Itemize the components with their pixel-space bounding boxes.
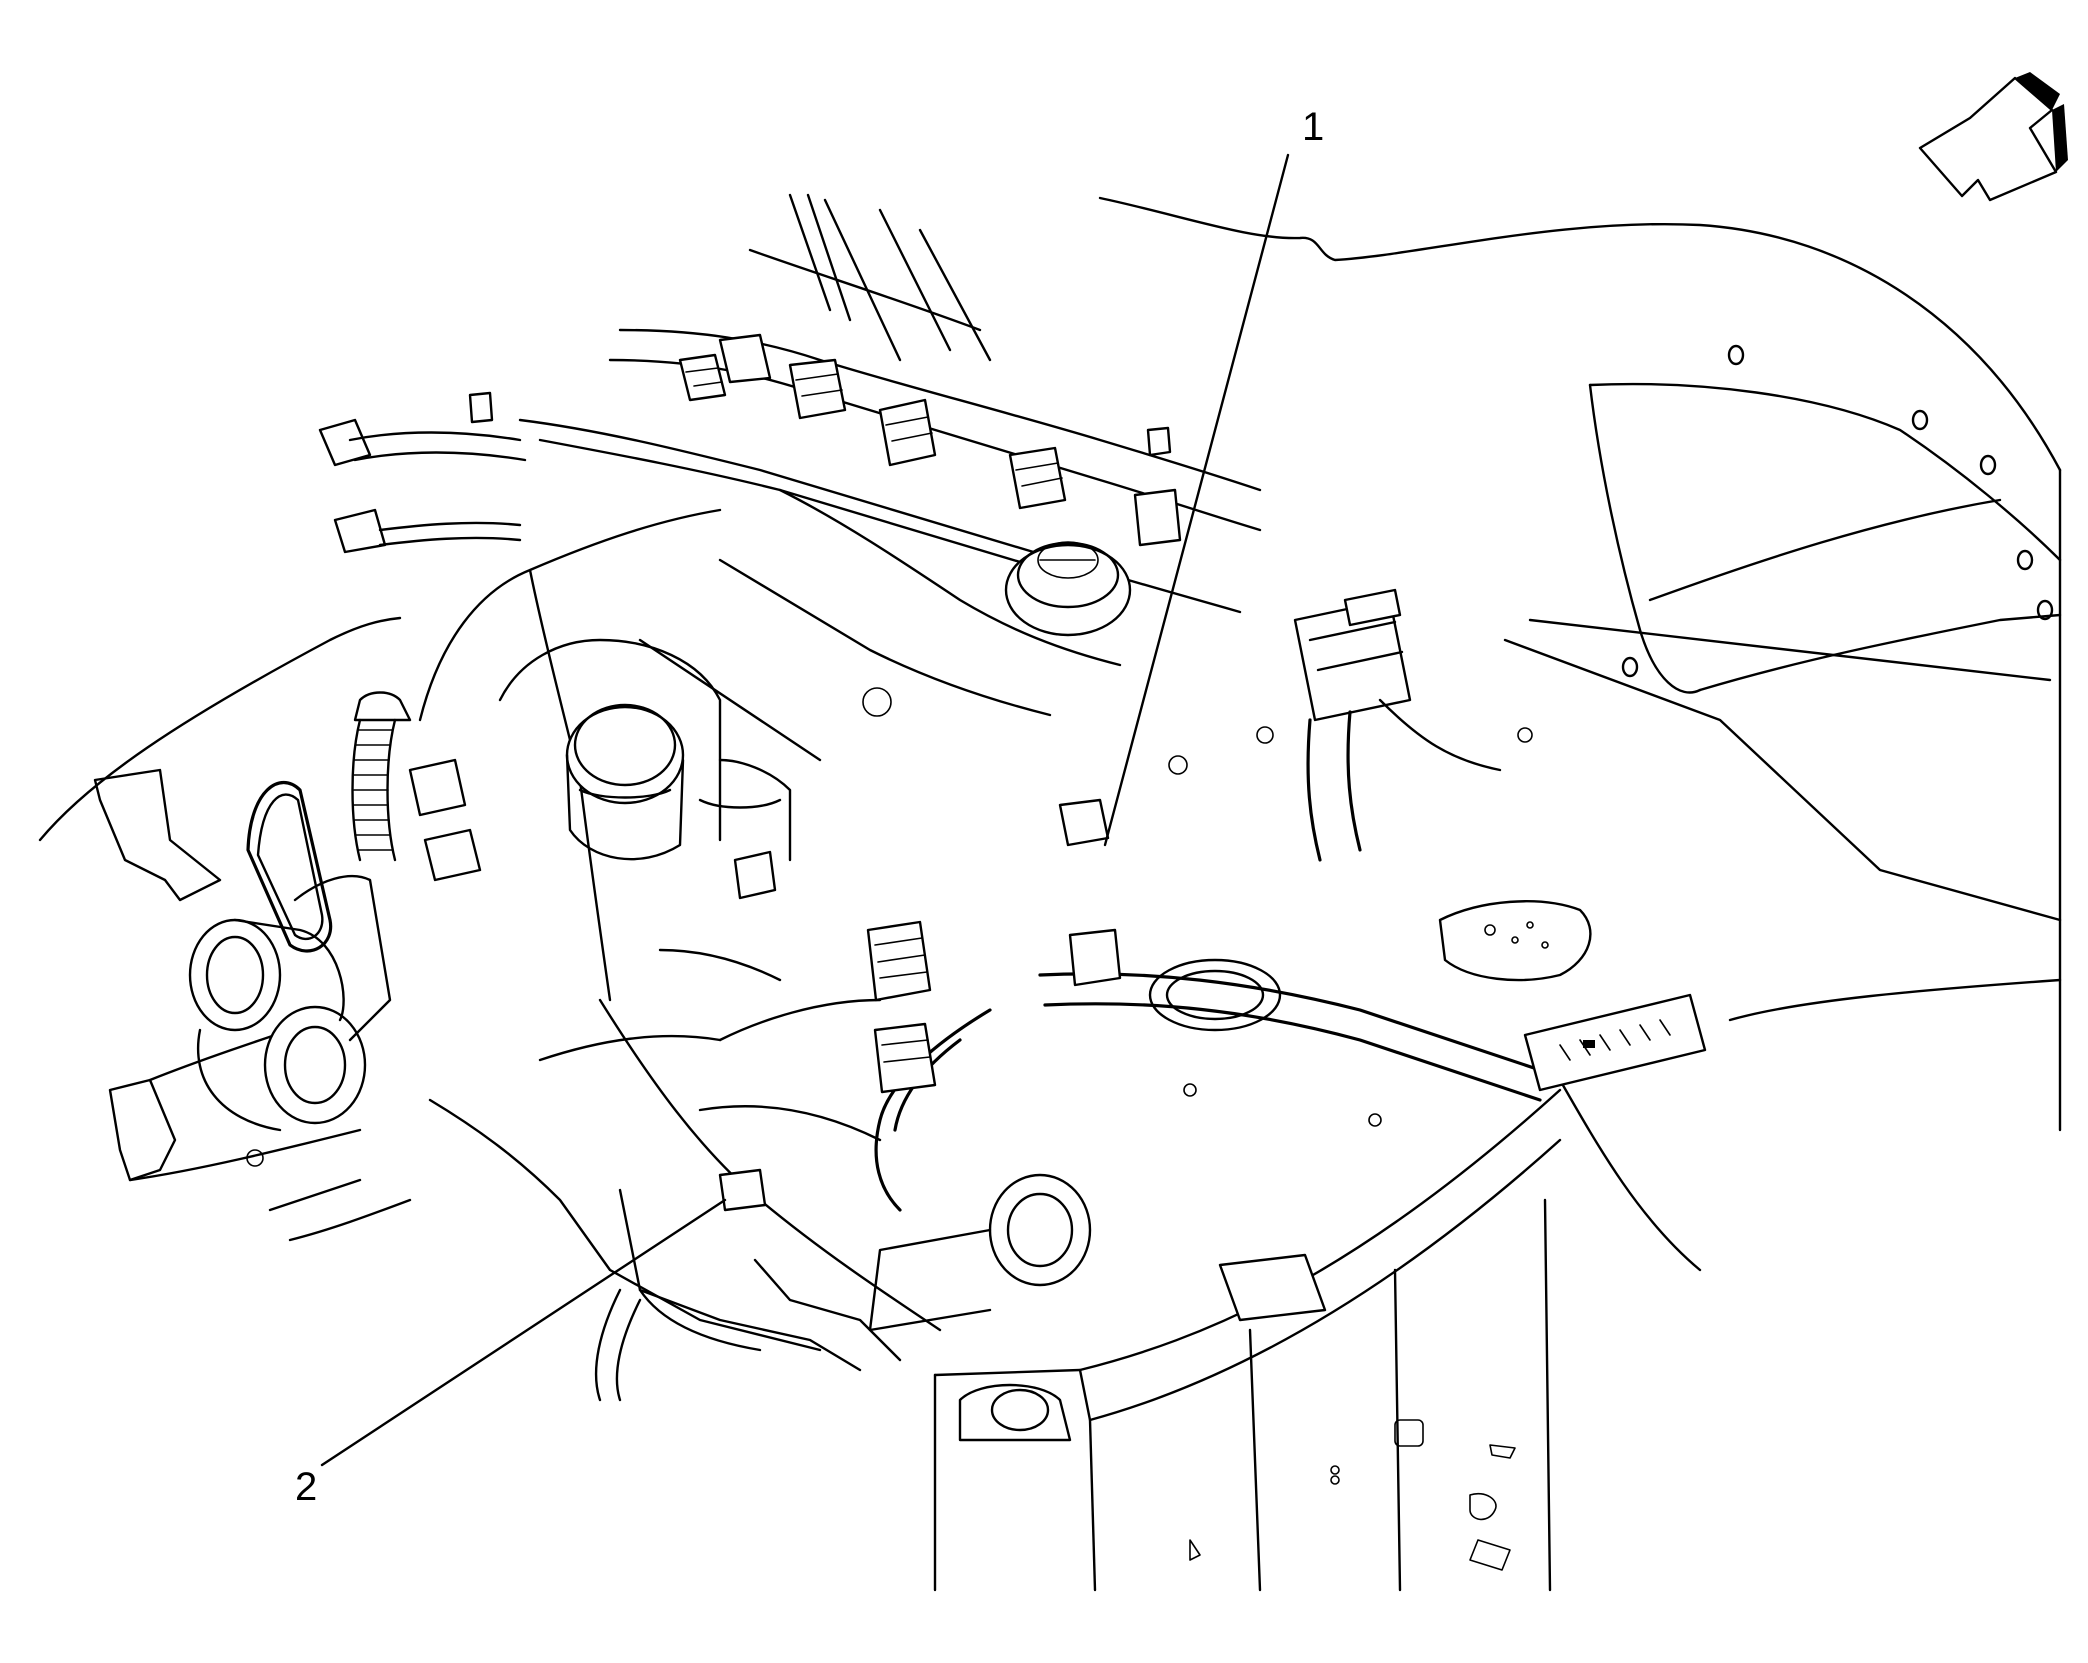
oil-filler-cap <box>1004 541 1132 637</box>
bolts <box>468 391 1533 1127</box>
coil-packs <box>678 333 1182 547</box>
center-connectors <box>718 798 1122 1212</box>
vehicle-body-outline <box>1098 196 2062 1272</box>
main-wire-harness <box>268 948 1542 1402</box>
callout-leader-1 <box>1103 153 1290 847</box>
underhood-connector-block <box>1523 993 1707 1092</box>
front-support-panel <box>933 1088 1562 1592</box>
sensor-plate <box>1438 900 1592 982</box>
corrugated-air-hose <box>351 691 412 862</box>
throttle-body <box>498 638 792 862</box>
callout-label-2: 2 <box>295 1465 317 1509</box>
mount-ring <box>1148 958 1282 1032</box>
accessory-belt-drive <box>188 780 392 1167</box>
callout-label-1: 1 <box>1302 105 1324 149</box>
engine-block <box>418 508 942 1372</box>
view-direction-arrow-icon <box>1918 72 2068 202</box>
callout-leader-2 <box>320 1198 727 1467</box>
relay-block <box>1293 588 1502 862</box>
left-harness-connectors <box>318 418 527 882</box>
starter-motor <box>868 1173 1327 1442</box>
